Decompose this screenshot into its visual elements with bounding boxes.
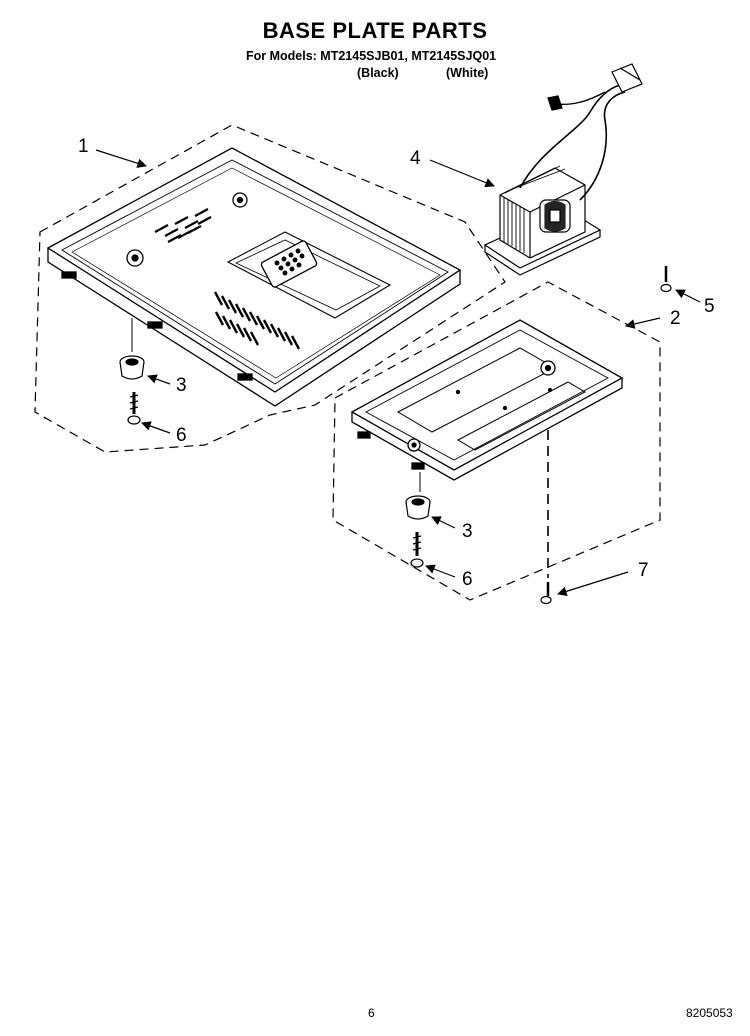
base-plate-black [46,147,462,407]
models-line: For Models: MT2145SJB01, MT2145SJQ01 [246,49,497,63]
callout-4: 4 [410,148,421,169]
callout-1: 1 [78,136,89,157]
callout-5: 5 [704,296,715,317]
callout-arrows [95,149,701,596]
callout-2: 2 [670,308,681,329]
variant-black: (Black) [357,66,399,80]
callout-6-lower: 6 [462,569,473,590]
part1-dashed-outline [34,124,506,453]
page-title: BASE PLATE PARTS [262,18,488,43]
page-number: 6 [368,1006,375,1020]
screw-lower [410,532,424,568]
transformer [483,63,643,276]
callout-3-lower: 3 [462,521,473,542]
callout-6-upper: 6 [176,425,187,446]
foot-upper [119,355,145,380]
callout-7: 7 [638,560,649,581]
screw-5 [660,266,672,293]
variant-white: (White) [446,66,489,80]
part2-dashed-outline [332,281,661,601]
parts-diagram: 1 2 3 3 4 5 6 6 7 [34,63,715,605]
callout-3-upper: 3 [176,375,187,396]
screw-7 [540,582,552,605]
document-number: 8205053 [686,1006,733,1020]
base-plate-white [350,319,624,481]
screw-upper [127,392,141,425]
foot-lower [405,495,431,520]
